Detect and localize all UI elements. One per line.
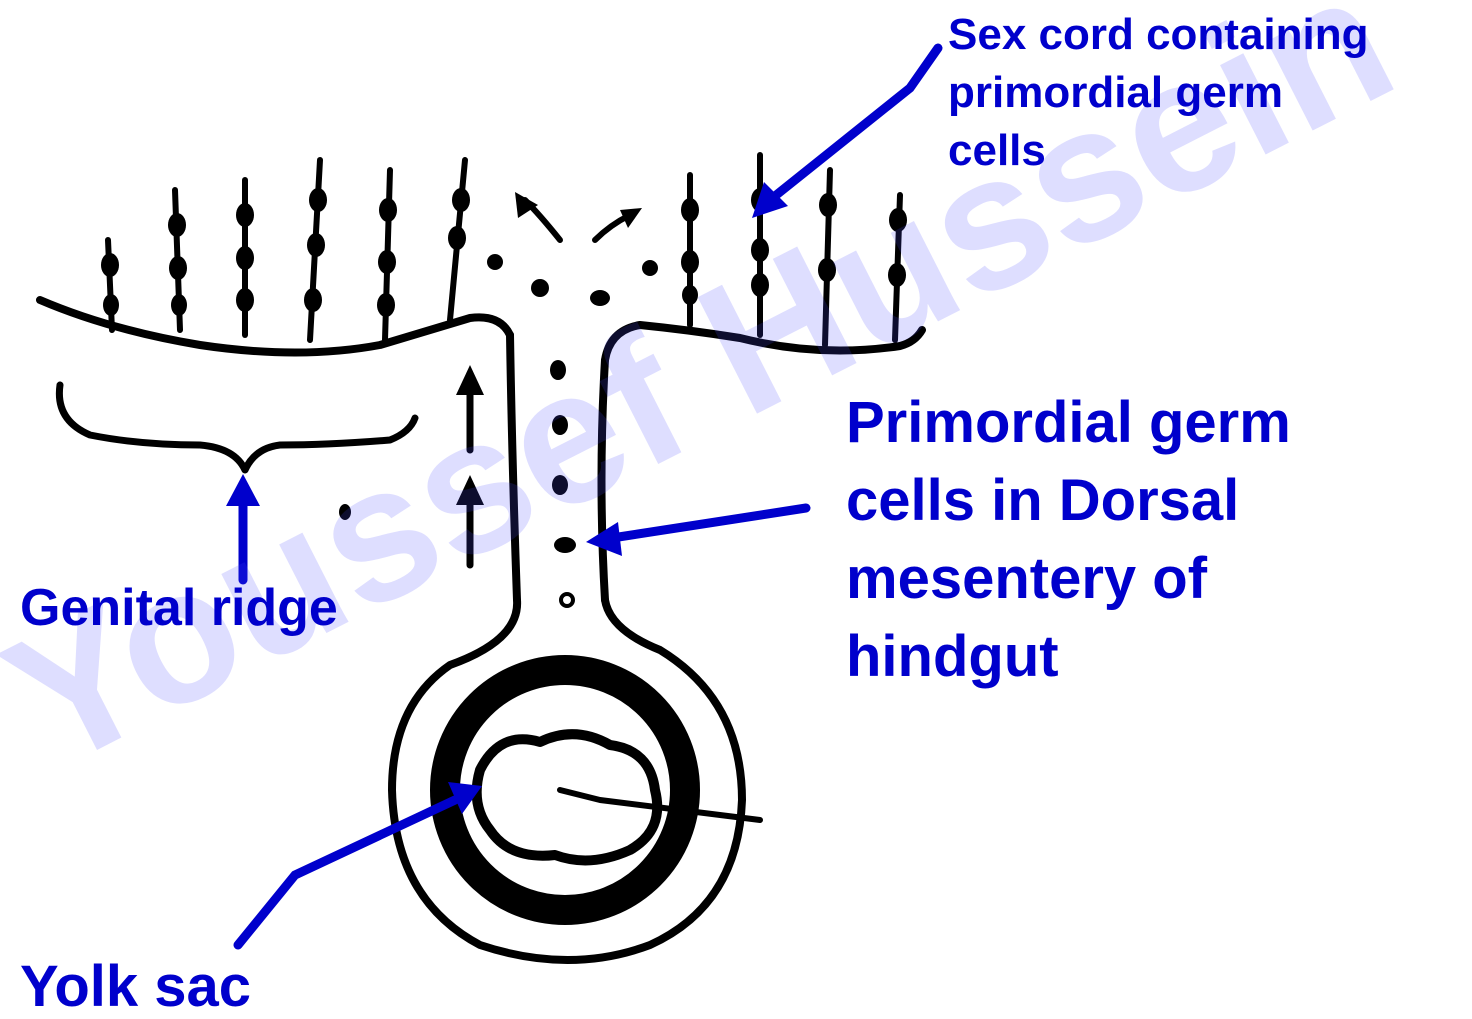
- pointer-yolk-sac: [238, 800, 455, 945]
- mesentery-right-wall: [602, 360, 606, 600]
- mesentery-left-wall: [510, 335, 517, 600]
- pointer-sex-cord: [770, 48, 938, 200]
- germ-cells: [101, 188, 907, 606]
- yolk-cavity: [477, 734, 658, 860]
- pointer-genital-ridge-head: [226, 474, 260, 506]
- genital-ridge-line: [59, 385, 415, 470]
- label-yolk-sac: Yolk sac: [20, 956, 251, 1018]
- label-primordial-germ-cells: Primordial germ cells in Dorsal mesenter…: [846, 384, 1291, 696]
- pointer-pgc: [612, 508, 806, 538]
- label-genital-ridge: Genital ridge: [20, 578, 338, 638]
- body-wall-right: [605, 325, 922, 360]
- label-sex-cord: Sex cord containing primordial germ cell…: [948, 6, 1369, 180]
- sex-cords-left: [108, 160, 465, 340]
